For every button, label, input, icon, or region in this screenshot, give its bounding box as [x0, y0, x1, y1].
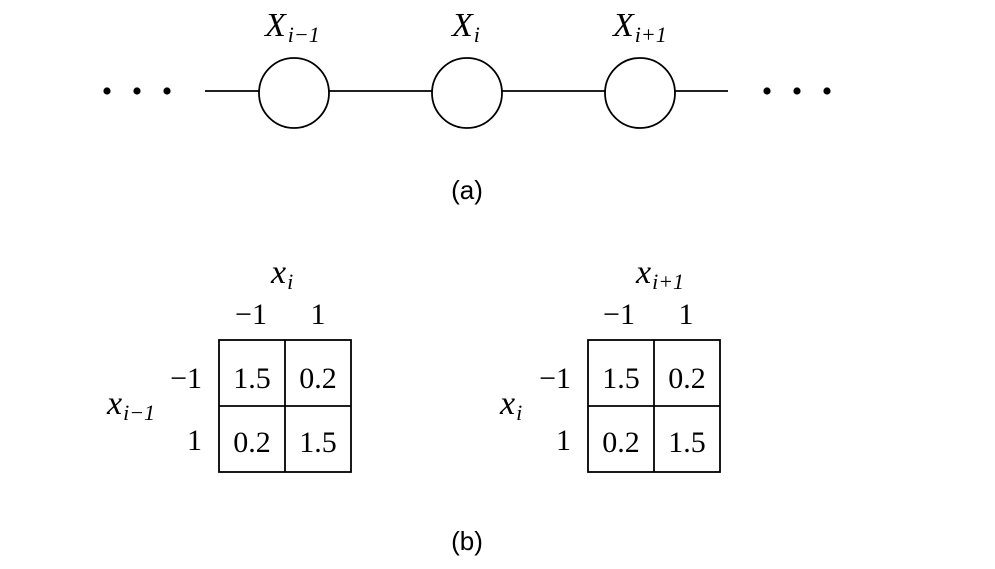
potential-table-2: xi+1 −1 1 xi −1 1 1.5 0.2 0.2 1.5 — [499, 254, 721, 473]
node-x-i-plus-1 — [604, 57, 676, 129]
caption-a: (a) — [451, 175, 483, 205]
node-x-i — [431, 57, 503, 129]
table-2-col-label-1: 1 — [679, 298, 694, 331]
table-1-row-label-0: −1 — [170, 362, 202, 395]
node-x-i-minus-1 — [258, 57, 330, 129]
table-2-col-label-0: −1 — [603, 298, 635, 331]
node-label-x-i: Xi — [450, 7, 480, 47]
table-1-cell-0-0: 1.5 — [233, 362, 271, 395]
table-2-col-var: xi+1 — [635, 254, 684, 294]
table-1-col-var: xi — [270, 254, 293, 294]
table-1-cell-1-1: 1.5 — [299, 426, 337, 459]
right-ellipsis — [763, 87, 831, 95]
table-2-row-label-0: −1 — [539, 362, 571, 395]
node-label-x-i-minus-1: Xi−1 — [263, 7, 320, 47]
left-ellipsis — [103, 87, 171, 95]
table-2-row-var: xi — [499, 385, 522, 425]
table-1-row-var: xi−1 — [106, 385, 155, 425]
table-1-cell-1-0: 0.2 — [233, 426, 271, 459]
node-label-x-i-plus-1: Xi+1 — [611, 7, 667, 47]
table-2-cell-1-1: 1.5 — [668, 426, 706, 459]
table-1-cell-0-1: 0.2 — [299, 362, 337, 395]
table-2-cell-0-0: 1.5 — [602, 362, 640, 395]
panel-b: xi −1 1 xi−1 −1 1 1.5 0.2 0.2 1.5 xi+1 −… — [106, 254, 721, 556]
caption-b: (b) — [451, 526, 483, 556]
table-2-cell-0-1: 0.2 — [668, 362, 706, 395]
potential-table-1: xi −1 1 xi−1 −1 1 1.5 0.2 0.2 1.5 — [106, 254, 352, 473]
table-1-col-label-1: 1 — [311, 298, 326, 331]
table-2-cell-1-0: 0.2 — [602, 426, 640, 459]
table-1-row-label-1: 1 — [187, 424, 202, 457]
table-1-col-label-0: −1 — [235, 298, 267, 331]
panel-a: Xi−1 Xi Xi+1 (a) — [103, 7, 831, 205]
table-2-row-label-1: 1 — [556, 424, 571, 457]
